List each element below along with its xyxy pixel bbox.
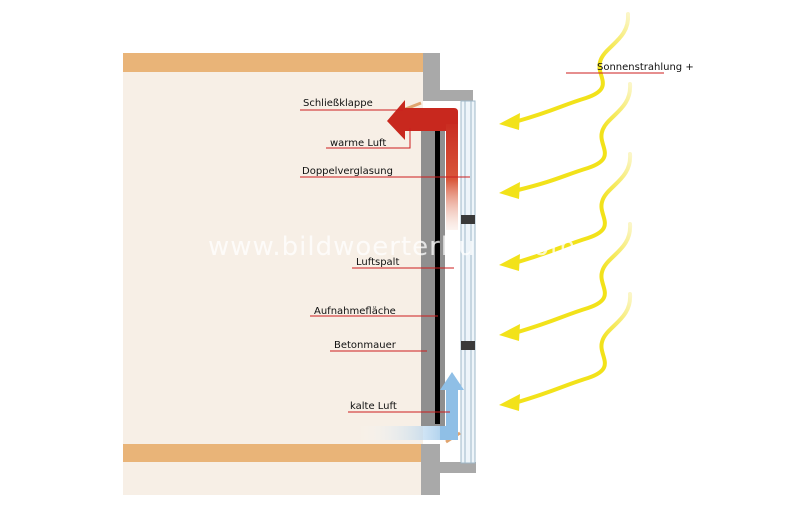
warm-air-column [446, 118, 458, 230]
cold-air-arrow-icon [440, 372, 464, 440]
room-interior [123, 72, 423, 444]
double-glazing [460, 100, 476, 464]
warm-air-arrow-icon [387, 100, 458, 140]
sun-ray-icon [516, 222, 633, 334]
sun-ray-icon [516, 82, 633, 192]
sun-ray-icon [516, 152, 633, 264]
label-air-gap: Luftspalt [356, 257, 399, 268]
floor-slab [123, 444, 423, 462]
top-ledge [423, 90, 473, 101]
leader-lines [300, 72, 664, 413]
upper-column [423, 53, 440, 101]
bottom-ledge [421, 462, 476, 473]
label-double-glazing: Doppelverglasung [302, 166, 393, 177]
label-concrete-wall: Betonmauer [334, 340, 397, 351]
label-closing-flap: Schließklappe [303, 98, 373, 109]
ceiling-slab [123, 53, 423, 72]
sun-ray-icon [516, 292, 633, 404]
sun-ray-icon [516, 12, 631, 123]
label-absorber-surface: Aufnahmefläche [314, 306, 396, 317]
sun-ray-heads [499, 113, 520, 411]
label-sun-radiation: Sonnenstrahlung + [597, 62, 694, 73]
absorber-surface [435, 124, 440, 424]
glazing-clip-upper [461, 215, 475, 224]
room-below [123, 462, 423, 495]
label-cold-air: kalte Luft [350, 401, 397, 412]
label-warm-air: warme Luft [330, 138, 386, 149]
watermark-text: www.bildwoerterbuch.com [208, 232, 576, 262]
sun-rays [516, 12, 633, 404]
cold-air-stream [358, 426, 458, 440]
concrete-wall [421, 118, 445, 426]
glazing-clip-lower [461, 341, 475, 350]
